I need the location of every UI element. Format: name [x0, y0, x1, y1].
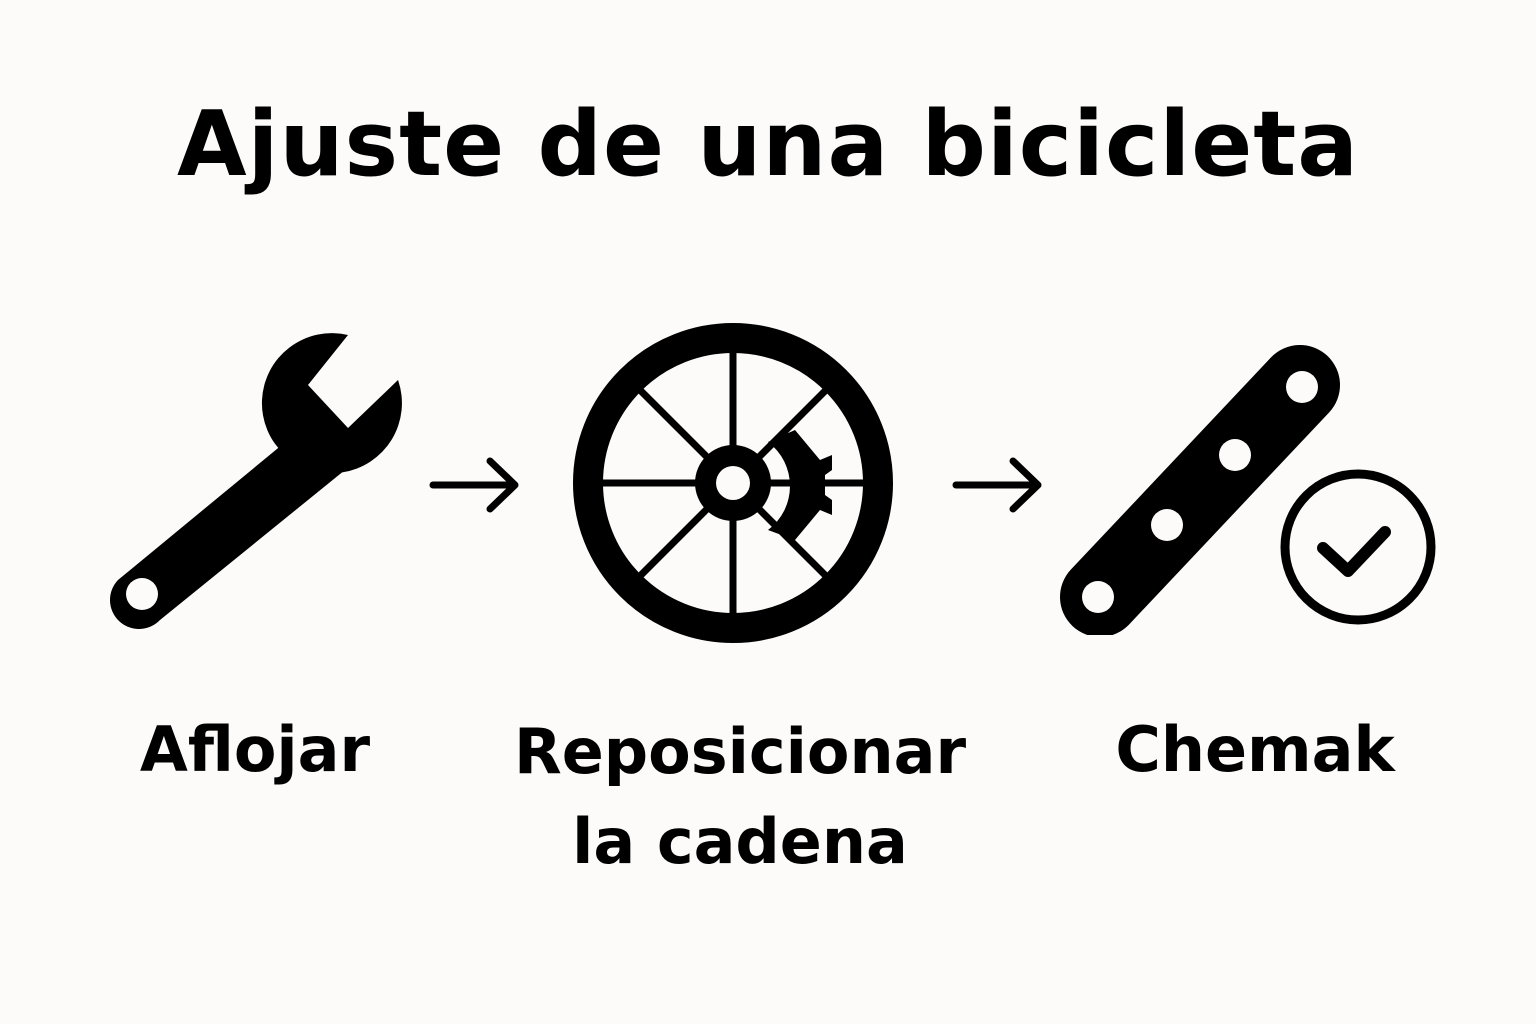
- arrow-right-icon: [429, 457, 519, 513]
- arrow-right-icon: [952, 457, 1042, 513]
- step-label-chemak: Chemak: [1115, 713, 1395, 786]
- chain-check-icon: [1060, 345, 1436, 635]
- diagram-title: Ajuste de una bicicleta: [176, 92, 1359, 197]
- step-label-line1: Reposicionar: [513, 715, 967, 788]
- wrench-icon: [110, 333, 402, 629]
- wheel-gear-icon: [573, 323, 893, 643]
- step-label-aflojar: Aflojar: [139, 713, 371, 786]
- step-label-line2: la cadena: [572, 805, 908, 878]
